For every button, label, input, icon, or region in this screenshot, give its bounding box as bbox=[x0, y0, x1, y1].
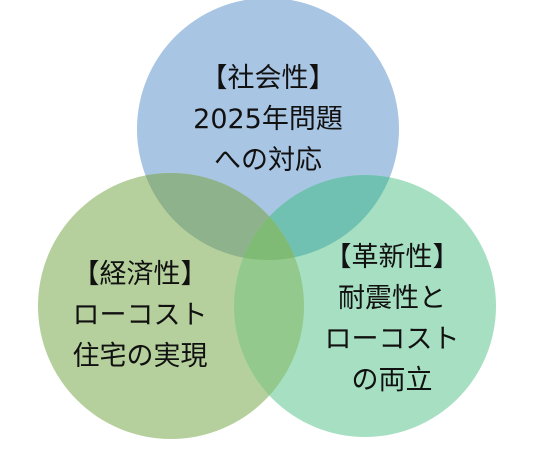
label-social: 【社会性】 2025年問題 への対応 bbox=[158, 58, 378, 181]
overlap-social-economic bbox=[137, 173, 304, 260]
label-innovation: 【革新性】 耐震性と ローコスト の両立 bbox=[282, 237, 502, 401]
overlap-social-innovation bbox=[234, 175, 399, 260]
label-economic-line-2: 住宅の実現 bbox=[72, 341, 208, 372]
label-innovation-line-2: ローコスト bbox=[324, 324, 460, 355]
label-economic: 【経済性】 ローコスト 住宅の実現 bbox=[30, 254, 250, 377]
label-social-heading: 【社会性】 bbox=[200, 63, 336, 94]
label-innovation-line-3: の両立 bbox=[351, 365, 433, 396]
label-economic-line-1: ローコスト bbox=[72, 300, 208, 331]
label-innovation-line-1: 耐震性と bbox=[338, 283, 446, 314]
label-social-line-1: 2025年問題 bbox=[193, 104, 343, 135]
label-innovation-heading: 【革新性】 bbox=[324, 242, 460, 273]
label-social-line-2: への対応 bbox=[214, 145, 322, 176]
label-economic-heading: 【経済性】 bbox=[72, 259, 208, 290]
